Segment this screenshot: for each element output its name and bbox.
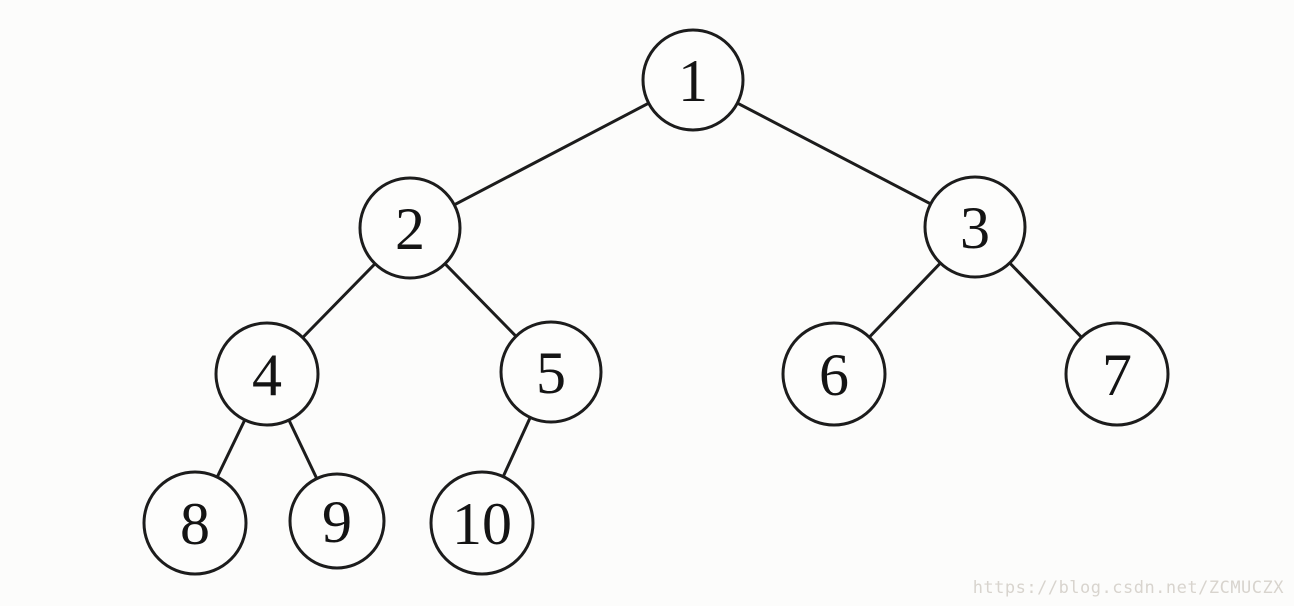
- tree-node-label: 6: [819, 342, 849, 408]
- tree-node-10: 10: [429, 470, 535, 576]
- tree-node-label: 4: [252, 342, 282, 408]
- tree-node-label: 2: [395, 196, 425, 262]
- tree-node-circle: [429, 470, 535, 576]
- tree-node-circle: [1064, 321, 1170, 427]
- tree-node-label: 10: [452, 491, 512, 557]
- tree-node-label: 7: [1102, 342, 1132, 408]
- tree-node-5: 5: [499, 320, 603, 424]
- tree-node-circle: [142, 470, 248, 576]
- tree-node-1: 1: [641, 28, 745, 132]
- tree-node-circle: [641, 28, 745, 132]
- tree-node-7: 7: [1064, 321, 1170, 427]
- tree-node-label: 1: [678, 48, 708, 114]
- tree-node-6: 6: [781, 321, 887, 427]
- tree-node-circle: [358, 176, 462, 280]
- tree-node-circle: [923, 175, 1027, 279]
- tree-node-2: 2: [358, 176, 462, 280]
- tree-node-circle: [288, 472, 386, 570]
- tree-node-circle: [499, 320, 603, 424]
- tree-node-label: 3: [960, 195, 990, 261]
- tree-edge-1-2: [409, 78, 694, 230]
- tree-node-circle: [214, 321, 320, 427]
- tree-node-3: 3: [923, 175, 1027, 279]
- tree-node-9: 9: [288, 472, 386, 570]
- tree-node-4: 4: [214, 321, 320, 427]
- csdn-watermark: https://blog.csdn.net/ZCMUCZX: [972, 578, 1284, 598]
- tree-node-label: 5: [536, 340, 566, 406]
- tree-node-label: 8: [180, 491, 210, 557]
- tree-node-8: 8: [142, 470, 248, 576]
- tree-node-label: 9: [322, 489, 352, 555]
- tree-node-circle: [781, 321, 887, 427]
- tree-edge-1-3: [692, 78, 976, 229]
